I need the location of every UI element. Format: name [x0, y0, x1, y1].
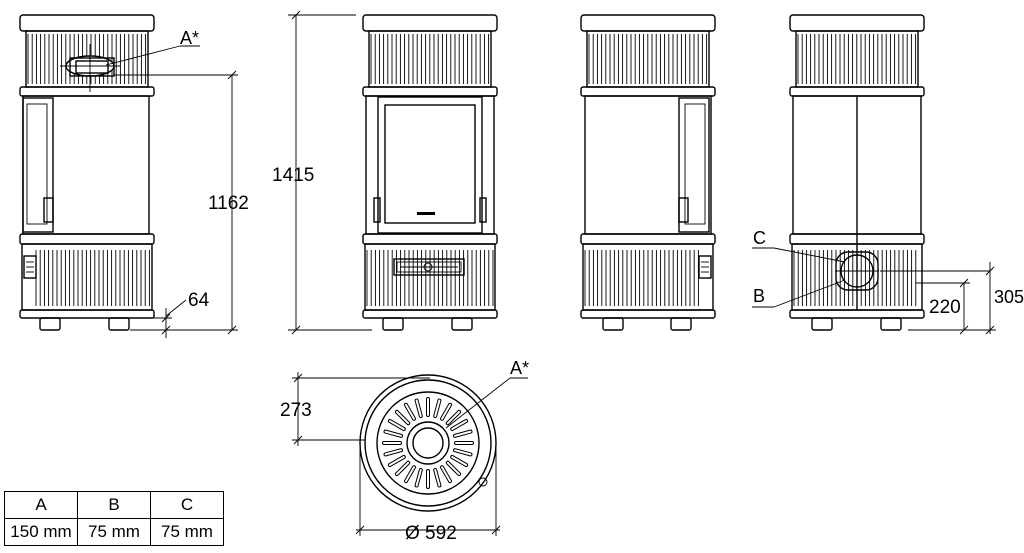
side-view-right	[580, 14, 716, 331]
table-cell: 150 mm	[4, 518, 78, 546]
connection-size-table: A B C 150 mm 75 mm 75 mm	[4, 491, 224, 546]
callout-a-top: A*	[510, 358, 529, 378]
table-header-row: A B C	[4, 491, 224, 519]
table-header-cell: C	[150, 491, 224, 519]
dimension-220: 220	[929, 297, 961, 318]
side-view	[19, 14, 238, 338]
callout-b: B	[753, 286, 765, 306]
dimension-64: 64	[188, 290, 210, 311]
dimension-1415: 1415	[272, 165, 314, 186]
table-row: 150 mm 75 mm 75 mm	[4, 518, 224, 546]
dimension-273: 273	[280, 400, 312, 421]
table-cell: 75 mm	[150, 518, 224, 546]
table-cell: 75 mm	[77, 518, 151, 546]
front-view	[288, 10, 498, 335]
table-header-cell: A	[4, 491, 78, 519]
table-header-cell: B	[77, 491, 151, 519]
callout-c: C	[753, 228, 766, 248]
rear-view	[752, 14, 996, 335]
dimension-diameter: Ø 592	[405, 523, 457, 544]
top-view	[292, 372, 528, 536]
dimension-1162: 1162	[208, 193, 249, 214]
dimension-305: 305	[994, 287, 1024, 307]
callout-a-side: A*	[180, 28, 199, 48]
